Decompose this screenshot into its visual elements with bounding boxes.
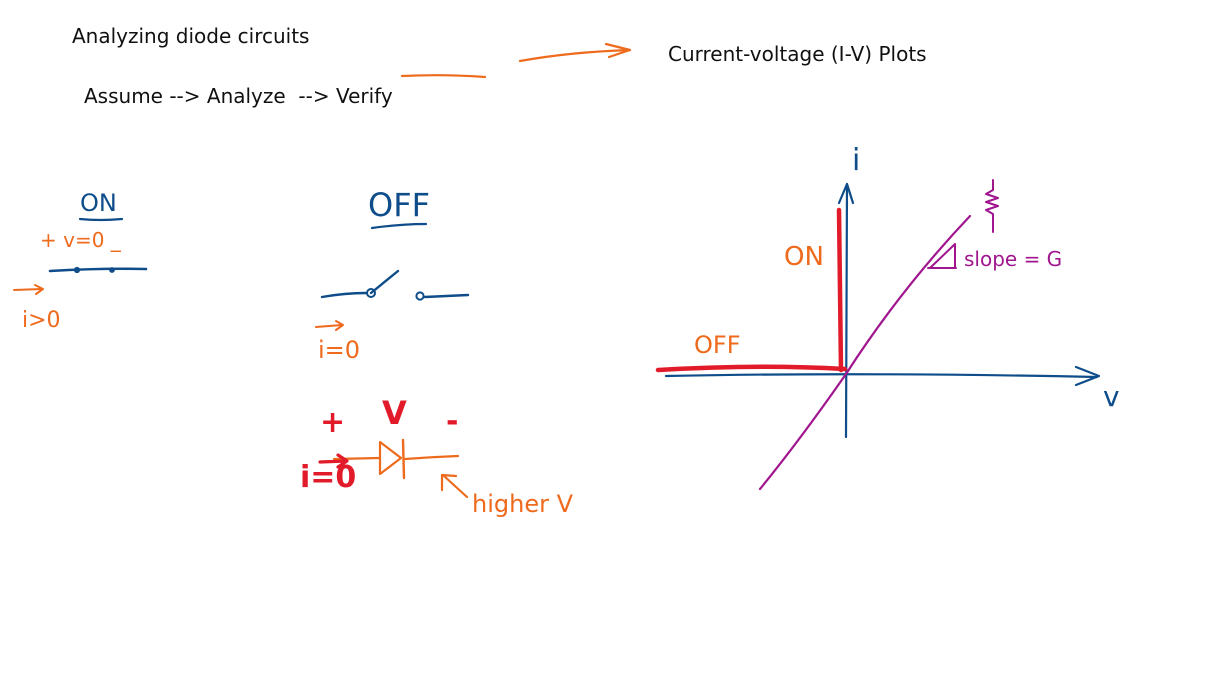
off-switch-wire-right [423, 293, 470, 299]
diode-current-arrow [318, 453, 349, 469]
off-switch-blade [369, 269, 400, 295]
on-state-voltage-note: + v=0 _ [40, 228, 122, 252]
on-switch-wire [48, 267, 148, 273]
off-switch-wire-left [320, 291, 368, 299]
higher-v-note: higher V [472, 490, 574, 518]
slope-note: slope = G [964, 247, 1062, 271]
y-axis-label: i [852, 143, 860, 178]
on-state-label: ON [80, 189, 117, 217]
header-underline-stroke [400, 74, 487, 79]
off-label-underline [370, 222, 428, 230]
x-axis-arrowhead [1074, 365, 1101, 387]
method-steps: Assume --> Analyze --> Verify [84, 84, 393, 108]
slope-triangle [927, 243, 957, 269]
off-switch-contact-left [366, 288, 376, 298]
resistor-iv-line [758, 214, 972, 491]
page-title: Analyzing diode circuits [72, 24, 310, 48]
heading-arrowhead [604, 42, 632, 59]
on-current-arrow [13, 284, 44, 295]
on-switch-node-left [73, 266, 81, 274]
y-axis [844, 182, 849, 439]
x-axis-label: v [1103, 380, 1120, 413]
iv-plots-heading: Current-voltage (I-V) Plots [668, 42, 927, 66]
diode-wire-right [403, 454, 460, 461]
graph-off-label: OFF [694, 331, 741, 359]
on-label-underline [78, 217, 124, 222]
y-axis-arrowhead [837, 182, 855, 205]
off-state-current-note: i=0 [318, 336, 360, 364]
diode-bar [401, 438, 406, 480]
off-state-label: OFF [368, 186, 430, 224]
graph-on-label: ON [784, 242, 824, 272]
diode-voltage-label: V [382, 394, 407, 432]
off-switch-contact-right [415, 291, 425, 301]
off-current-arrow [315, 320, 344, 331]
on-state-current-note: i>0 [22, 308, 61, 333]
diode-current-label: i=0 [300, 460, 356, 495]
diode-triangle [378, 440, 403, 476]
diode-off-branch [655, 364, 848, 373]
heading-arrow [518, 48, 632, 63]
diode-minus-sign: - [446, 404, 458, 439]
higher-v-arrow [440, 473, 469, 499]
diode-plus-sign: + [320, 405, 345, 440]
on-switch-node-right [109, 267, 115, 273]
diode-on-branch [836, 207, 844, 373]
x-axis [664, 373, 1099, 379]
resistor-symbol-icon [985, 179, 999, 233]
